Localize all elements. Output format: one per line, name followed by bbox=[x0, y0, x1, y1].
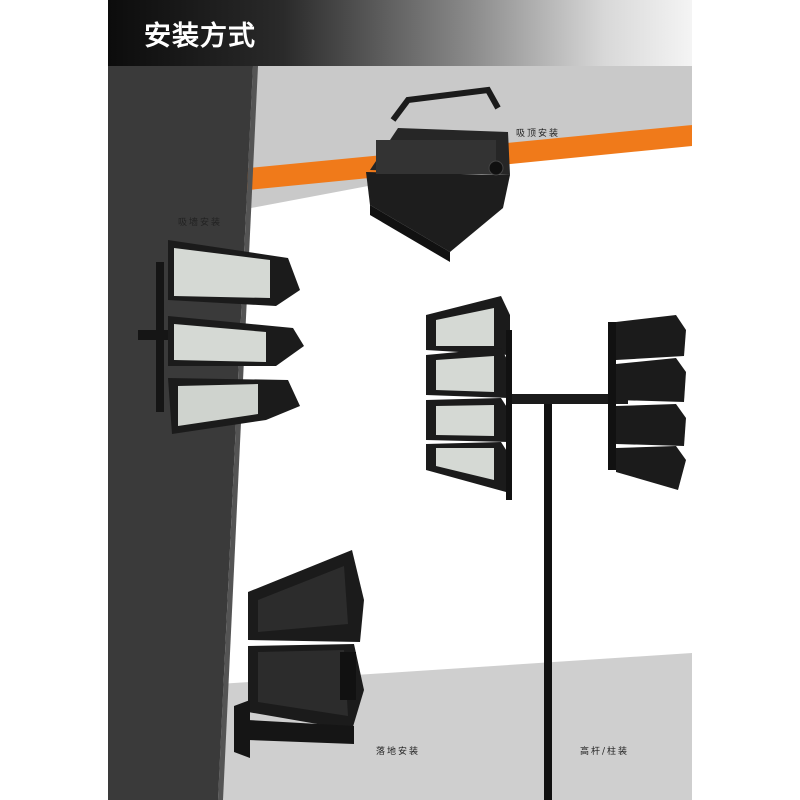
pole-fixture bbox=[426, 296, 686, 800]
installation-scene bbox=[108, 66, 692, 800]
page: 安装方式 吸顶安装 吸墙安装 高杆/柱装 落地安装 bbox=[108, 0, 692, 800]
header-bar: 安装方式 bbox=[108, 0, 692, 66]
ceiling-mount-label: 吸顶安装 bbox=[516, 129, 561, 139]
pillar-edge bbox=[218, 66, 258, 800]
floor-mount-label: 落地安装 bbox=[376, 747, 421, 757]
floor-fixture bbox=[234, 550, 364, 758]
wall-mount-label: 吸墙安装 bbox=[178, 218, 223, 228]
ceiling-fixture bbox=[366, 86, 510, 262]
page-title: 安装方式 bbox=[144, 21, 256, 52]
wall-fixture bbox=[138, 240, 304, 434]
pole-mount-label: 高杆/柱装 bbox=[580, 747, 630, 757]
